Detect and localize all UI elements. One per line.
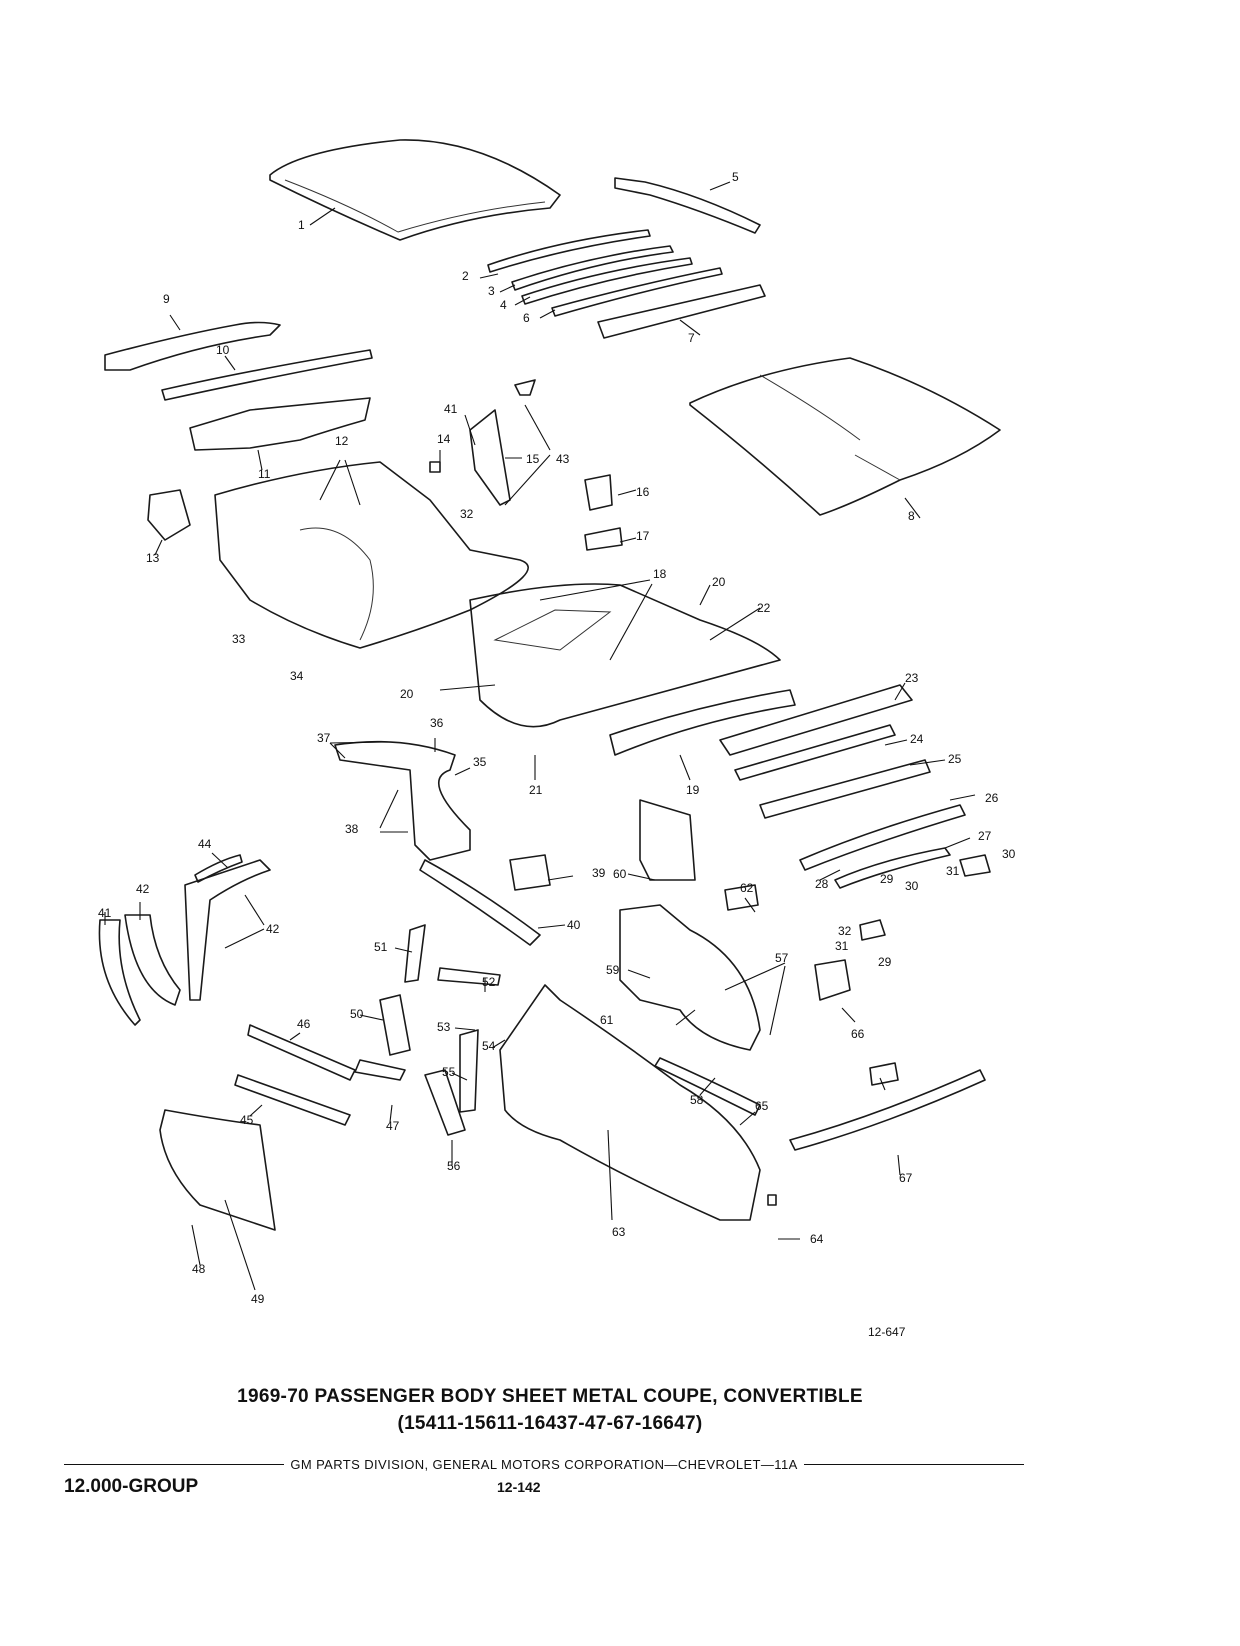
callout-43: 43 [556,452,570,466]
callout-53: 53 [437,1020,451,1034]
callout-3: 3 [488,284,495,298]
callout-26: 26 [985,791,999,805]
callout-41: 41 [444,402,458,416]
callout-20: 20 [400,687,414,701]
part-shapes [98,139,1001,1231]
callout-59: 59 [606,963,620,977]
callout-13: 13 [146,551,160,565]
callout-24: 24 [910,732,924,746]
callout-55: 55 [442,1065,456,1079]
callout-60: 60 [613,867,627,881]
callout-64: 64 [810,1232,824,1246]
callout-21: 21 [529,783,543,797]
group-label: 12.000-GROUP [64,1476,199,1497]
footer-rule-left [64,1464,285,1465]
callout-20: 20 [712,575,726,589]
callout-4: 4 [500,298,507,312]
callout-15: 15 [526,452,540,466]
callout-31: 31 [835,939,849,953]
callout-62: 62 [740,881,754,895]
callout-66: 66 [851,1027,865,1041]
callout-49: 49 [251,1292,265,1306]
callout-63: 63 [612,1225,626,1239]
callout-42: 42 [266,922,280,936]
caption-model-numbers: (15411-15611-16437-47-67-16647) [397,1413,703,1434]
callout-32: 32 [838,924,852,938]
callout-61: 61 [600,1013,614,1027]
callout-25: 25 [948,752,962,766]
callout-22: 22 [757,601,771,615]
callout-36: 36 [430,716,444,730]
callout-23: 23 [905,671,919,685]
callout-28: 28 [815,877,829,891]
callout-19: 19 [686,783,700,797]
callout-58: 58 [690,1093,704,1107]
callout-67: 67 [899,1171,913,1185]
callout-42: 42 [136,882,150,896]
footer-division: GM PARTS DIVISION, GENERAL MOTORS CORPOR… [290,1457,798,1472]
callout-45: 45 [240,1113,254,1127]
callout-52: 52 [482,975,496,989]
callout-27: 27 [978,829,992,843]
callout-14: 14 [437,432,451,446]
callout-leaders [104,181,976,1291]
callout-6: 6 [523,311,530,325]
callout-30: 30 [905,879,919,893]
callout-30: 30 [1002,847,1016,861]
callout-56: 56 [447,1159,461,1173]
callout-48: 48 [192,1262,206,1276]
callout-32: 32 [460,507,474,521]
caption-title: 1969-70 PASSENGER BODY SHEET METAL COUPE… [237,1386,863,1407]
page-number: 12-142 [497,1479,541,1495]
callout-50: 50 [350,1007,364,1021]
callout-numbers: 1234567891011121314151617181920202122232… [98,170,1016,1306]
footer-division-line: GM PARTS DIVISION, GENERAL MOTORS CORPOR… [64,1457,1024,1472]
callout-2: 2 [462,269,469,283]
callout-16: 16 [636,485,650,499]
callout-12: 12 [335,434,349,448]
callout-54: 54 [482,1039,496,1053]
callout-51: 51 [374,940,388,954]
callout-9: 9 [163,292,170,306]
callout-57: 57 [775,951,789,965]
callout-11: 11 [258,467,271,481]
figure-number: 12-647 [868,1325,906,1339]
callout-65: 65 [755,1099,769,1113]
callout-10: 10 [216,343,230,357]
callout-5: 5 [732,170,739,184]
callout-40: 40 [567,918,581,932]
callout-1: 1 [298,218,305,232]
callout-29: 29 [878,955,892,969]
callout-35: 35 [473,755,487,769]
callout-37: 37 [317,731,331,745]
callout-46: 46 [297,1017,311,1031]
callout-39: 39 [592,866,606,880]
callout-34: 34 [290,669,304,683]
callout-7: 7 [688,331,695,345]
callout-8: 8 [908,509,915,523]
callout-33: 33 [232,632,246,646]
callout-47: 47 [386,1119,400,1133]
callout-29: 29 [880,872,894,886]
callout-31: 31 [946,864,960,878]
callout-18: 18 [653,567,667,581]
callout-38: 38 [345,822,359,836]
footer-rule-right [803,1464,1024,1465]
callout-41: 41 [98,906,112,920]
callout-44: 44 [198,837,212,851]
callout-17: 17 [636,529,650,543]
